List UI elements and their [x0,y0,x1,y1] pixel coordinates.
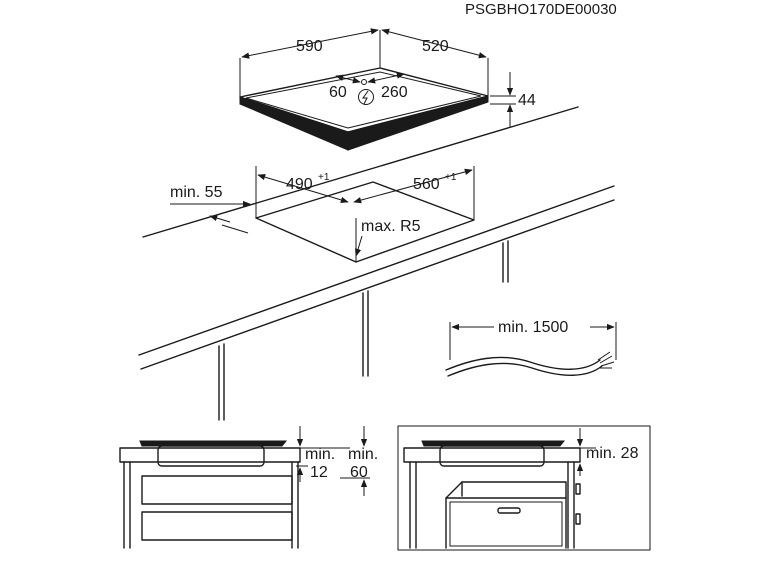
cutout-depth-tolerance: +1 [445,172,457,183]
right-clear-top-label: min. 28 [586,445,639,462]
worktop-drawing [138,106,615,421]
lightning-bolt-icon [358,89,374,105]
cable-drawing [445,322,617,377]
hob-depth-label: 520 [422,38,449,55]
left-clear-bottom-prefix: min. [348,446,378,463]
hob-offset-x-label: 60 [329,84,347,101]
cutout-width-label: 490 [286,176,313,193]
cutout-width-tolerance: +1 [318,172,330,183]
cable-length-label: min. 1500 [498,319,568,336]
cutout-depth-label: 560 [413,176,440,193]
dim-cutout-depth [353,168,473,204]
dim-hob-width [241,28,379,59]
left-clear-top-value: 12 [310,464,328,481]
hob-drawing [239,28,516,151]
hob-width-label: 590 [296,38,323,55]
hob-height-label: 44 [518,92,536,109]
hob-right-side [347,95,489,151]
left-clear-bottom-value: 60 [350,464,368,481]
right-section-drawing [397,425,651,551]
corner-radius-label: max. R5 [361,218,421,235]
hob-offset-y-label: 260 [381,84,408,101]
hob-top-surface [239,67,489,133]
dim-cutout-width [257,174,349,203]
left-section-drawing [119,426,370,549]
detail-frame [397,425,651,551]
dim-hob-depth [381,28,487,59]
document-code: PSGBHO170DE00030 [465,1,617,18]
edge-min-label: min. 55 [170,184,223,201]
left-clear-top-prefix: min. [305,446,335,463]
